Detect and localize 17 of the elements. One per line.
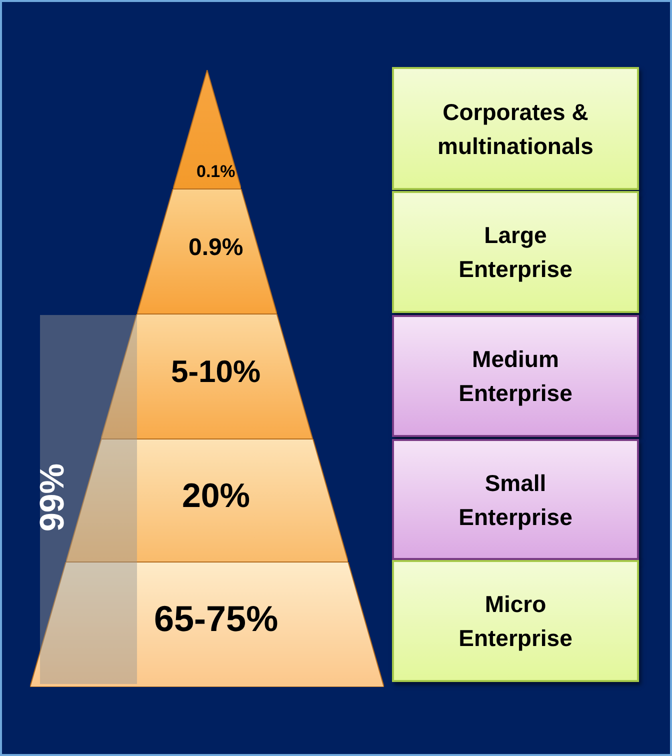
highlight-band: [40, 315, 137, 684]
category-panel: [392, 191, 639, 313]
percentage-text: 0.1%: [196, 162, 236, 182]
percentage-text: 0.9%: [188, 234, 244, 262]
percentage-text: 65-75%: [154, 598, 278, 640]
category-text: Medium Enterprise: [458, 345, 574, 408]
category-text: Large Enterprise: [458, 221, 574, 284]
category-text: Micro Enterprise: [458, 590, 574, 653]
category-panel: [392, 315, 639, 437]
category-panel: [392, 439, 639, 560]
category-text: Small Enterprise: [458, 468, 574, 532]
percentage-text: 20%: [182, 477, 250, 516]
category-panel: [392, 67, 639, 190]
category-panel: [392, 560, 639, 682]
category-text: Corporates & multinationals: [436, 98, 594, 160]
percentage-text: 5-10%: [170, 354, 261, 390]
percentage-text: 99%: [34, 462, 73, 532]
